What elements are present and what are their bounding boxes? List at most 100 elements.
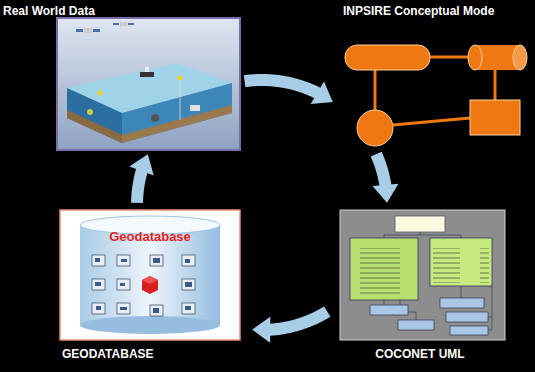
model-link <box>430 56 468 59</box>
sea-right-face <box>122 83 232 143</box>
uml-link <box>384 232 420 238</box>
dataset-glyph <box>153 258 160 263</box>
uml-link <box>384 300 385 305</box>
model-rect <box>470 100 520 135</box>
uml-enum-box <box>450 326 488 335</box>
seabed-left <box>67 110 122 143</box>
uml-link <box>488 286 492 317</box>
model-cylinder-end <box>468 45 482 70</box>
dataset-icon <box>92 303 105 314</box>
dataset-icon <box>182 255 195 266</box>
dataset-glyph <box>185 306 191 310</box>
uml-enum-box <box>398 320 434 330</box>
uml-class-box <box>350 238 418 300</box>
uml-link <box>420 235 461 238</box>
cycle-arrow-group <box>129 154 153 203</box>
cycle-arrow <box>245 80 319 94</box>
red-cube-top <box>142 276 158 284</box>
cycle-arrow <box>376 154 385 186</box>
dataset-icon <box>150 255 163 266</box>
seabed-right <box>122 105 232 143</box>
cycle-arrow <box>137 169 142 202</box>
uml-package-box <box>395 216 445 232</box>
mooring-line <box>180 80 181 120</box>
uml-link <box>488 317 492 330</box>
uml-link <box>461 286 462 298</box>
cycle-arrow <box>269 312 328 330</box>
model-circle <box>357 110 393 146</box>
satellite-panel <box>76 29 83 32</box>
cycle-arrow-group <box>373 154 399 203</box>
dataset-icon <box>92 255 105 266</box>
satellite-panel <box>93 29 100 32</box>
dataset-glyph <box>120 283 125 286</box>
arrowhead <box>129 154 153 175</box>
ship <box>140 72 154 77</box>
model-link <box>374 70 377 110</box>
dataset-icon <box>117 303 130 314</box>
uml-enum-box <box>446 312 488 322</box>
buoy <box>98 91 103 96</box>
diagram-panel: INPSIRE Conceptual Mode <box>335 0 535 152</box>
arrowhead <box>311 82 333 104</box>
satellite-body <box>84 28 92 33</box>
satellite-body <box>120 22 127 26</box>
dataset-icon <box>150 305 163 316</box>
dataset-glyph <box>96 306 101 310</box>
dataset-icons <box>92 255 195 316</box>
sea-left-face <box>67 88 122 143</box>
diagram-panel: GeodatabaseGEODATABASE <box>55 205 250 365</box>
sensor <box>190 105 200 111</box>
underwater-vehicle <box>151 114 159 122</box>
cycle-arrow-group <box>252 312 327 343</box>
dataset-glyph <box>95 282 101 286</box>
dataset-glyph <box>95 258 100 262</box>
uml-class-box <box>430 238 492 286</box>
ship-cabin <box>145 67 149 72</box>
database-title: Geodatabase <box>109 229 191 244</box>
dataset-glyph <box>185 282 192 287</box>
model-link <box>494 70 497 100</box>
satellite-panel <box>128 23 134 25</box>
dataset-glyph <box>153 308 159 313</box>
text-slot: COCONET UML <box>375 344 464 362</box>
dataset-glyph <box>120 307 127 310</box>
text-slot: Real World Data <box>3 1 95 19</box>
uml-enum-box <box>440 298 484 308</box>
cycle-arrow-group <box>245 80 333 104</box>
model-class-box <box>345 45 430 70</box>
real-world-panel <box>57 18 240 150</box>
geodatabase-panel <box>60 210 240 340</box>
panel-heading: Real World Data <box>3 4 95 18</box>
uml-enum-boxes <box>370 298 488 335</box>
panel-heading: COCONET UML <box>375 347 464 361</box>
uml-enum-box <box>370 305 408 315</box>
dataset-icon <box>92 279 105 290</box>
dataset-icon <box>117 255 130 266</box>
database-cylinder <box>80 225 220 325</box>
satellite-panel <box>113 23 119 25</box>
dataset-glyph <box>121 259 127 262</box>
database-bottom <box>80 316 220 334</box>
panel-heading: INPSIRE Conceptual Mode <box>343 4 494 18</box>
dataset-glyphs <box>95 258 192 313</box>
dataset-glyph <box>185 259 190 263</box>
diagram-panel: Real World Data <box>0 0 242 152</box>
text-slot: GEODATABASE <box>62 344 154 362</box>
buoy <box>178 76 183 81</box>
uml-attribute-lines <box>433 248 489 283</box>
model-link <box>393 118 470 125</box>
dataset-icon <box>182 303 195 314</box>
dataset-icon <box>117 279 130 290</box>
dataset-icon <box>182 279 195 290</box>
arrowhead <box>373 184 399 203</box>
diagram-panel: COCONET UML <box>330 205 515 365</box>
text-slot: INPSIRE Conceptual Mode <box>343 1 494 19</box>
text-slot: Geodatabase <box>109 227 191 245</box>
red-cube <box>142 276 158 294</box>
arrowhead <box>252 317 270 343</box>
uml-attribute-lines <box>353 248 415 296</box>
